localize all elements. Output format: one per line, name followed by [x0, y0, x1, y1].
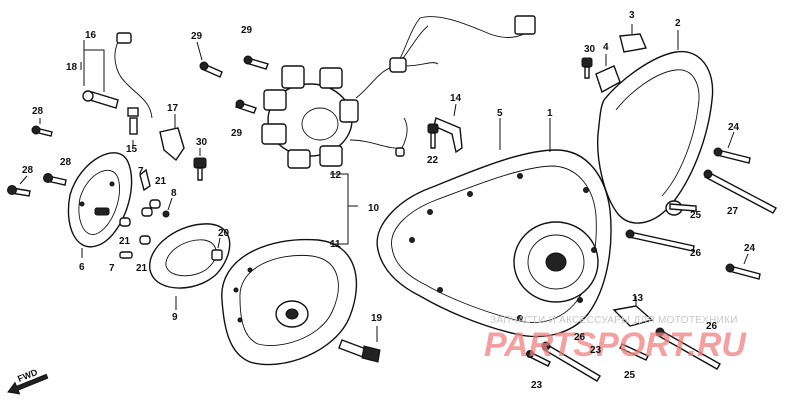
leader-bracket — [330, 173, 358, 245]
callout-7a: 7 — [138, 166, 144, 177]
callout-21b: 21 — [119, 236, 131, 247]
callout-11: 11 — [330, 239, 341, 250]
callout-9: 9 — [172, 312, 178, 323]
pulser-assembly — [80, 32, 153, 119]
stator-coil-12 — [261, 65, 403, 169]
callout-1: 1 — [547, 108, 553, 119]
bolt-26a — [625, 229, 695, 252]
contact-parts — [119, 168, 173, 259]
bracket-4 — [595, 54, 621, 94]
crankcase-cover-1 — [376, 118, 612, 338]
bolt-24b — [725, 253, 761, 280]
callout-17: 17 — [167, 103, 179, 114]
bolt-30a — [193, 148, 207, 181]
callout-27: 27 — [727, 206, 739, 217]
callout-3: 3 — [629, 10, 635, 21]
callout-29b: 29 — [241, 25, 253, 36]
bolt-24a — [713, 131, 751, 164]
callout-30b: 30 — [584, 44, 596, 55]
callout-26a: 26 — [690, 248, 702, 259]
callout-29c: 29 — [231, 128, 243, 139]
callout-24a: 24 — [728, 122, 740, 133]
bolt-23 — [526, 350, 551, 367]
callout-25b: 25 — [624, 370, 636, 381]
callout-12: 12 — [330, 170, 342, 181]
bolt-25a — [669, 203, 697, 212]
callout-13: 13 — [632, 293, 644, 304]
callout-28b: 28 — [22, 165, 34, 176]
callout-30a: 30 — [196, 137, 208, 148]
screw-29a — [196, 41, 223, 78]
callout-4: 4 — [603, 42, 609, 53]
callout-23b: 23 — [531, 380, 543, 391]
callout-29a: 29 — [191, 31, 203, 42]
bolt-26b — [541, 341, 601, 382]
watermark-caption: ЗАПЧАСТИ И АКСЕССУАРЫ ДЛЯ МОТОТЕХНИКИ — [490, 315, 738, 326]
callout-2: 2 — [675, 18, 681, 29]
callout-28c: 28 — [60, 157, 72, 168]
bracket-13 — [612, 296, 654, 327]
callout-21c: 21 — [136, 263, 148, 274]
bolt-25b — [619, 343, 649, 361]
callout-25a: 25 — [690, 210, 702, 221]
callout-19: 19 — [371, 313, 383, 324]
callout-14: 14 — [450, 93, 462, 104]
callout-labels: 16 18 15 17 28 28 28 6 7 21 8 21 7 21 9 … — [22, 10, 756, 391]
bolt-15 — [129, 117, 138, 146]
callout-5: 5 — [497, 108, 503, 119]
callout-20: 20 — [218, 228, 230, 239]
bolt-26c — [655, 327, 721, 370]
callout-26c: 26 — [706, 321, 718, 332]
watermark: ЗАПЧАСТИ И АКСЕССУАРЫ ДЛЯ МОТОТЕХНИКИ PA… — [484, 315, 747, 364]
callout-26b: 26 — [574, 332, 586, 343]
callout-24b: 24 — [744, 243, 756, 254]
bolt-19 — [338, 326, 381, 363]
screw-22 — [427, 123, 439, 149]
bracket-17 — [159, 127, 185, 162]
callout-15: 15 — [126, 144, 138, 155]
callout-6: 6 — [79, 262, 85, 273]
callout-28a: 28 — [32, 106, 44, 117]
callout-21a: 21 — [155, 176, 167, 187]
bolt-27 — [703, 169, 777, 214]
callout-23a: 23 — [590, 345, 602, 356]
callout-8: 8 — [171, 188, 177, 199]
pin-20 — [211, 237, 223, 261]
screw-28b — [7, 175, 31, 197]
screw-29c — [235, 99, 257, 114]
screw-28a — [31, 118, 53, 137]
screw-28c — [43, 173, 67, 186]
screw-29b — [243, 55, 269, 70]
callout-16: 16 — [85, 30, 97, 41]
watermark-brand: PARTSPORT.RU — [484, 326, 747, 364]
base-plate-6 — [67, 152, 133, 258]
callout-18: 18 — [66, 62, 78, 73]
plate-3 — [619, 24, 647, 53]
direction-marker: FWD — [7, 367, 49, 395]
callout-22: 22 — [427, 155, 439, 166]
callout-10: 10 — [368, 203, 380, 214]
wiring-harness — [389, 15, 536, 157]
bolt-30b — [581, 57, 593, 79]
flywheel-rotor-11 — [221, 238, 358, 366]
callout-7b: 7 — [109, 263, 115, 274]
outer-cover-2 — [596, 30, 714, 224]
